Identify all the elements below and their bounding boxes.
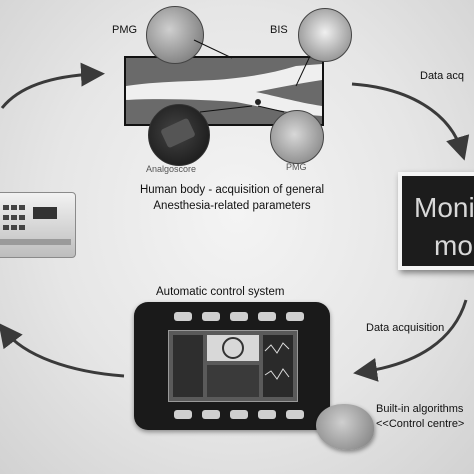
- human-body-panel: [124, 56, 324, 126]
- arrow-to-pump: [0, 322, 125, 378]
- pmg-bottom-label: PMG: [286, 162, 307, 172]
- data-acq-top-label: Data acq: [420, 70, 465, 82]
- pmg-sensor-image: [146, 6, 204, 64]
- monitor-text-line2: mod: [434, 230, 474, 261]
- device-button: [202, 312, 220, 321]
- body-silhouette: [126, 64, 322, 116]
- arrow-to-body: [0, 62, 105, 109]
- body-caption-line2: Anesthesia-related parameters: [153, 200, 311, 212]
- device-button: [174, 410, 192, 419]
- algorithm-caption: Built-in algorithms <<Control centre>: [376, 402, 464, 432]
- algorithm-caption-line2: <<Control centre>: [376, 418, 465, 430]
- analgoscore-label: Analgoscore: [146, 164, 197, 174]
- device-button: [286, 312, 304, 321]
- brain-image: [316, 404, 374, 450]
- monitoring-module: Moni mod: [398, 172, 474, 270]
- device-button: [230, 312, 248, 321]
- monitor-text-line1: Moni: [414, 192, 474, 223]
- bis-sensor-image: [298, 8, 352, 62]
- device-button: [202, 410, 220, 419]
- infusion-pump-image: [0, 192, 76, 258]
- device-button: [258, 312, 276, 321]
- device-button: [286, 410, 304, 419]
- pmg-lower-sensor-image: [270, 110, 324, 164]
- control-system-title: Automatic control system: [156, 286, 285, 298]
- arrow-to-control: [353, 299, 468, 382]
- body-caption: Human body - acquisition of general Anes…: [112, 182, 352, 214]
- data-acq-bottom-label: Data acquisition: [366, 322, 445, 334]
- arrow-to-monitor: [351, 82, 470, 161]
- device-button: [174, 312, 192, 321]
- bis-label: BIS: [270, 24, 288, 36]
- pmg-top-label: PMG: [112, 24, 138, 36]
- control-screen: [168, 330, 298, 402]
- control-device: [134, 302, 330, 430]
- body-caption-line1: Human body - acquisition of general: [139, 184, 325, 196]
- algorithm-caption-line1: Built-in algorithms: [376, 403, 464, 415]
- device-button: [230, 410, 248, 419]
- device-button: [258, 410, 276, 419]
- analgoscore-sensor-image: [148, 104, 210, 166]
